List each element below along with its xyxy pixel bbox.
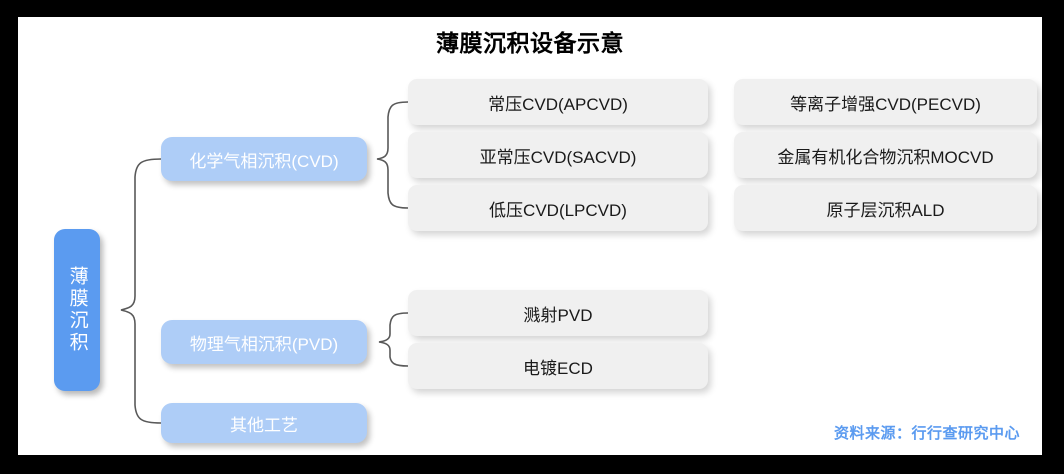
brace-pvd [378, 312, 409, 367]
category-node-pvd-label: 物理气相沉积(PVD) [189, 334, 339, 354]
leaf-node-mocvd-label: 金属有机化合物沉积MOCVD [777, 147, 994, 167]
leaf-node-electroplating-ecd-label: 电镀ECD [523, 358, 593, 378]
diagram-canvas: 薄膜沉积设备示意 薄膜沉积 化学气相沉积(CVD) 物理气相沉积(PVD) 其他… [18, 17, 1042, 455]
leaf-node-ald[interactable]: 原子层沉积ALD [734, 185, 1037, 231]
category-node-other-process[interactable]: 其他工艺 [161, 403, 367, 443]
leaf-node-sacvd-label: 亚常压CVD(SACVD) [479, 147, 637, 167]
leaf-node-pecvd-label: 等离子增强CVD(PECVD) [790, 94, 981, 114]
root-node-film-deposition[interactable]: 薄膜沉积 [54, 229, 100, 391]
leaf-node-apcvd[interactable]: 常压CVD(APCVD) [408, 79, 708, 125]
leaf-node-sputtering-pvd-label: 溅射PVD [523, 305, 593, 325]
leaf-node-apcvd-label: 常压CVD(APCVD) [488, 94, 628, 114]
category-node-other-process-label: 其他工艺 [230, 415, 298, 435]
source-attribution: 资料来源：行行查研究中心 [833, 425, 1020, 442]
root-node-label: 薄膜沉积 [66, 266, 88, 354]
leaf-node-ald-label: 原子层沉积ALD [826, 200, 945, 220]
brace-root [120, 158, 162, 424]
brace-cvd [376, 101, 409, 209]
leaf-node-lpcvd-label: 低压CVD(LPCVD) [489, 200, 627, 220]
category-node-cvd[interactable]: 化学气相沉积(CVD) [161, 137, 367, 181]
leaf-node-lpcvd[interactable]: 低压CVD(LPCVD) [408, 185, 708, 231]
leaf-node-sacvd[interactable]: 亚常压CVD(SACVD) [408, 132, 708, 178]
leaf-node-sputtering-pvd[interactable]: 溅射PVD [408, 290, 708, 336]
page-title: 薄膜沉积设备示意 [436, 30, 624, 56]
leaf-node-pecvd[interactable]: 等离子增强CVD(PECVD) [734, 79, 1037, 125]
leaf-node-electroplating-ecd[interactable]: 电镀ECD [408, 343, 708, 389]
category-node-cvd-label: 化学气相沉积(CVD) [189, 151, 339, 171]
leaf-node-mocvd[interactable]: 金属有机化合物沉积MOCVD [734, 132, 1037, 178]
category-node-pvd[interactable]: 物理气相沉积(PVD) [161, 320, 367, 364]
